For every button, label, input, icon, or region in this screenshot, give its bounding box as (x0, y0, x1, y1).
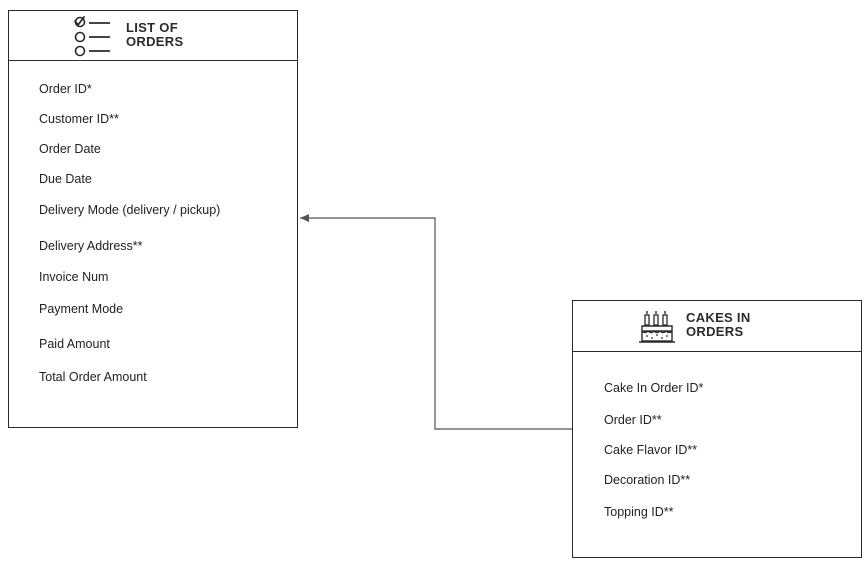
orders-field-paid-amount: Paid Amount (39, 337, 110, 351)
cakes-field-order-id: Order ID** (604, 413, 662, 427)
cakes-entity-title: CAKES IN ORDERS (686, 310, 751, 339)
orders-field-due-date: Due Date (39, 172, 92, 186)
cakes-field-cake-flavor-id: Cake Flavor ID** (604, 443, 698, 457)
orders-field-payment-mode: Payment Mode (39, 302, 124, 316)
orders-field-order-id: Order ID* (39, 82, 92, 96)
orders-field-customer-id: Customer ID** (39, 112, 119, 126)
cakes-entity-header: CAKES IN ORDERS (573, 301, 861, 352)
orders-field-order-date: Order Date (39, 142, 101, 156)
cakes-field-decoration-id: Decoration ID** (604, 473, 691, 487)
birthday-cake-icon (639, 309, 677, 350)
orders-entity-title: LIST OF ORDERS (126, 20, 184, 49)
relationship-line (300, 214, 572, 430)
orders-field-invoice-num: Invoice Num (39, 270, 109, 284)
orders-entity[interactable]: LIST OF ORDERS Order ID* Customer ID** O… (8, 10, 298, 428)
checklist-icon (73, 15, 113, 62)
orders-field-total-order-amount: Total Order Amount (39, 370, 147, 384)
cakes-field-topping-id: Topping ID** (604, 505, 674, 519)
orders-field-delivery-address: Delivery Address** (39, 239, 143, 253)
cakes-field-cake-in-order-id: Cake In Order ID* (604, 381, 704, 395)
orders-entity-header: LIST OF ORDERS (9, 11, 297, 61)
orders-field-delivery-mode: Delivery Mode (delivery / pickup) (39, 203, 221, 217)
cakes-entity[interactable]: CAKES IN ORDERS Cake In Order ID* Order … (572, 300, 862, 558)
